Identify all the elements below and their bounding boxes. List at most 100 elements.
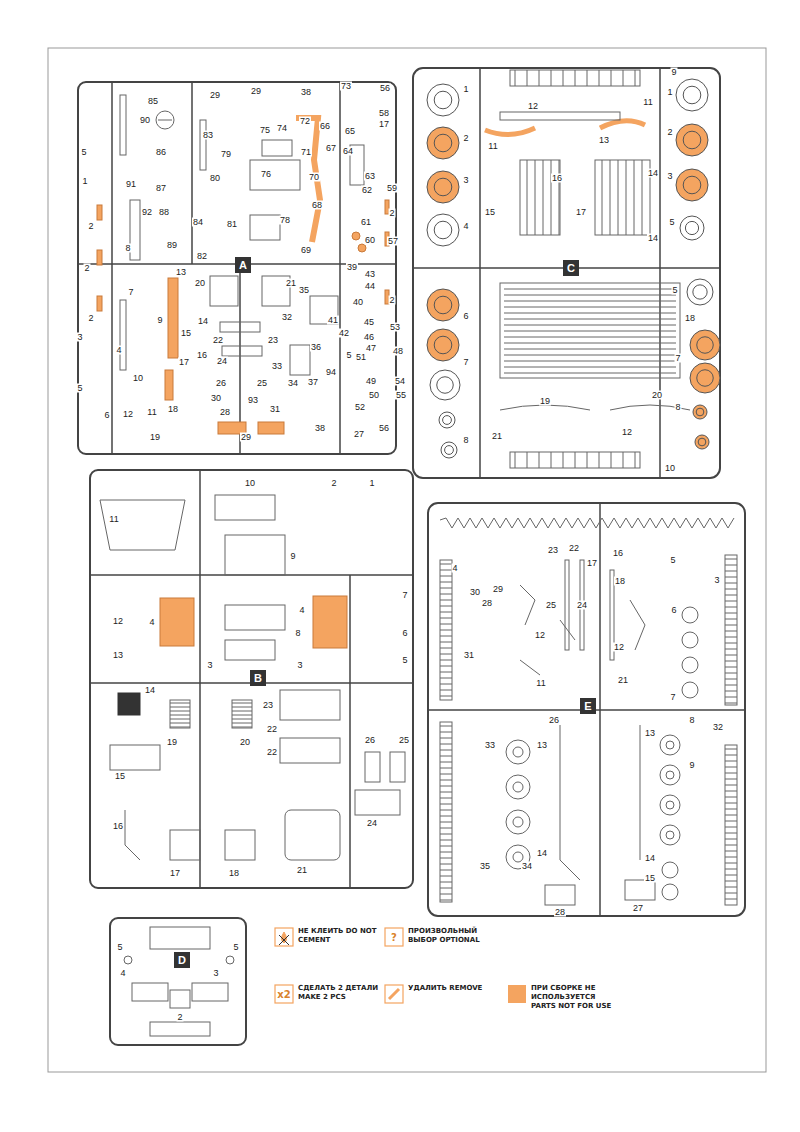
track-part [725, 655, 737, 656]
callout-number: 9 [670, 68, 677, 77]
callout-number: 19 [166, 738, 178, 747]
callout-number: 11 [108, 515, 119, 524]
callout-number: 7 [401, 591, 408, 600]
legend-icon [279, 935, 289, 945]
wheel-part [439, 412, 455, 428]
callout-number: 11 [642, 98, 653, 107]
wheel-part [697, 370, 714, 387]
track-part [440, 894, 452, 895]
track-part [551, 452, 552, 468]
wheel-part [427, 127, 459, 159]
track-part [725, 851, 737, 852]
callout-number: 12 [527, 102, 539, 111]
track-part [440, 768, 452, 769]
part-outline [170, 830, 200, 860]
track-part [725, 767, 737, 768]
callout-number: 2 [176, 1013, 183, 1022]
grille-part [170, 723, 190, 724]
callout-number: 79 [220, 150, 232, 159]
callout-number: 18 [684, 314, 696, 323]
track-part [440, 722, 452, 902]
track-part [440, 852, 452, 853]
callout-number: 78 [279, 216, 291, 225]
track-part [440, 648, 452, 649]
wheel-part [437, 377, 454, 394]
track-links [440, 518, 734, 528]
track-part [440, 744, 452, 745]
track-part [440, 582, 452, 583]
wheel-part [506, 810, 530, 834]
callout-number: 17 [178, 358, 190, 367]
callout-number: 25 [256, 379, 268, 388]
part-outline [285, 810, 340, 860]
callout-number: 2 [83, 264, 90, 273]
callout-number: 3 [76, 333, 83, 342]
legend-icon [279, 935, 289, 945]
callout-number: 9 [156, 316, 163, 325]
callout-number: 19 [149, 433, 161, 442]
wheel-part [682, 657, 698, 673]
track-part [725, 577, 737, 578]
callout-number: 46 [363, 333, 375, 342]
track-part [725, 661, 737, 662]
sprue-letter: E [580, 698, 596, 714]
track-part [440, 594, 452, 595]
callout-number: 4 [148, 618, 155, 627]
wheel-part [506, 740, 530, 764]
callout-number: 11 [146, 408, 157, 417]
callout-number: 41 [327, 316, 339, 325]
callout-number: 4 [451, 564, 458, 573]
track-part [440, 810, 452, 811]
callout-number: 67 [325, 144, 337, 153]
wheel-part [690, 330, 720, 360]
wheel-part [434, 134, 452, 152]
page-border [48, 48, 766, 1072]
callout-number: 70 [308, 173, 320, 182]
callout-number: 7 [669, 693, 676, 702]
track-part [440, 792, 452, 793]
track-part [440, 840, 452, 841]
track-part [725, 613, 737, 614]
wheel-part [427, 84, 459, 116]
track-part [440, 654, 452, 655]
track-part [440, 684, 452, 685]
track-part [725, 887, 737, 888]
track-part [725, 679, 737, 680]
track-part [440, 696, 452, 697]
callout-number: 10 [244, 479, 256, 488]
wheel-part [676, 79, 708, 111]
callout-number: 5 [671, 286, 678, 295]
callout-number: 15 [114, 772, 126, 781]
sprue-frame [110, 918, 246, 1045]
callout-number: 23 [547, 546, 559, 555]
callout-number: 18 [228, 869, 240, 878]
legend-icon [389, 989, 399, 999]
sprue-frame [90, 470, 413, 888]
callout-number: 68 [311, 201, 323, 210]
grille-part [504, 289, 676, 290]
sprue-frame [78, 82, 396, 454]
track-part [575, 70, 576, 86]
wheel-part [666, 801, 674, 809]
part-outline [100, 500, 185, 550]
grille-part [504, 307, 676, 308]
callout-number: 35 [298, 286, 310, 295]
callout-number: 26 [548, 716, 560, 725]
callout-number: 12 [112, 617, 124, 626]
wheel-part [687, 279, 713, 305]
part-outline [158, 120, 172, 121]
wheel-part [682, 682, 698, 698]
grille-part [543, 160, 544, 235]
sprue-letter: B [250, 670, 266, 686]
track-part [725, 625, 737, 626]
grille-part [232, 719, 252, 720]
callout-number: 21 [491, 432, 503, 441]
grille-part [504, 295, 676, 296]
part-outline [225, 605, 285, 630]
grille-part [232, 715, 252, 716]
track-part [725, 601, 737, 602]
unused-part [296, 118, 320, 242]
track-part [725, 649, 737, 650]
track-part [440, 606, 452, 607]
